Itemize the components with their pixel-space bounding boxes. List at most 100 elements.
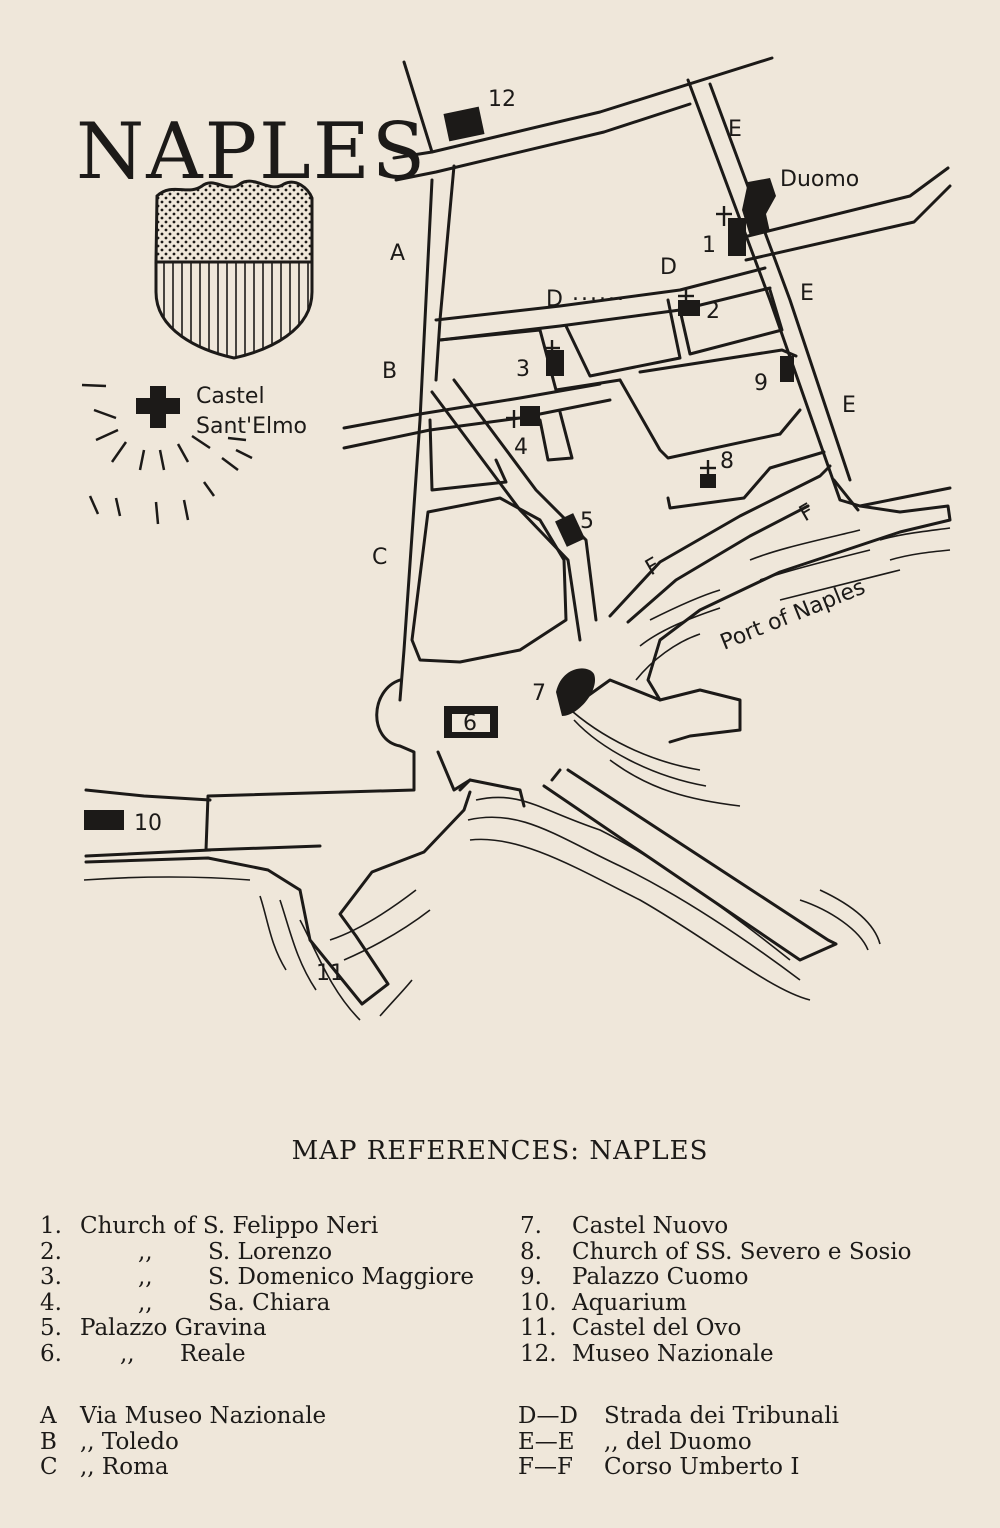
reference-row: 3.,, S. Domenico Maggiore <box>40 1265 474 1291</box>
street-key: E—E <box>518 1428 575 1455</box>
landmark-3-marker <box>546 350 564 376</box>
street-key-row: D—D Strada dei Tribunali <box>518 1403 839 1430</box>
landmark-8-marker <box>700 474 716 488</box>
landmark-9-marker <box>780 356 794 382</box>
reference-row: 4.,,Sa. Chiara <box>40 1289 474 1317</box>
reference-text: S. Lorenzo <box>208 1238 333 1265</box>
landmark-number-8: 8 <box>720 449 734 474</box>
ditto-mark: ,, <box>138 1289 153 1316</box>
ditto-mark: ,, <box>138 1264 153 1291</box>
street-letter-d-west: D <box>546 287 563 312</box>
reference-text: Castel del Ovo <box>572 1315 742 1342</box>
reference-row: 8. Church of SS. Severo e Sosio <box>520 1238 912 1266</box>
landmark-number-5: 5 <box>580 509 594 534</box>
church-cross-icons <box>506 206 732 478</box>
reference-text: Palazzo Cuomo <box>572 1264 749 1291</box>
landmark-number-3: 3 <box>516 357 530 382</box>
street-key-row: A Via Museo Nazionale <box>40 1403 327 1430</box>
street-name: ,, del Duomo <box>604 1428 752 1455</box>
street-key-row: C ,, Roma <box>40 1454 326 1481</box>
street-letter-a: A <box>390 241 405 266</box>
reference-text: Palazzo Gravina <box>80 1315 267 1342</box>
castle-label-sant-elmo: Sant'Elmo <box>196 414 307 439</box>
street-name: Strada dei Tribunali <box>604 1403 839 1429</box>
landmark-1-marker <box>728 218 746 256</box>
street-key: C <box>40 1454 58 1481</box>
castle-label-castel: Castel <box>196 384 265 409</box>
reference-row: 10. Aquarium <box>520 1289 911 1317</box>
street-key-row: F—F Corso Umberto I <box>518 1454 839 1481</box>
street-letter-e-south: E <box>842 393 856 418</box>
street-letter-b: B <box>382 359 397 384</box>
reference-row: 7. Castel Nuovo <box>520 1213 911 1240</box>
street-key: B <box>40 1428 57 1455</box>
street-name: Corso Umberto I <box>604 1454 800 1481</box>
street-name: ,, Roma <box>80 1454 169 1481</box>
duomo-label: Duomo <box>780 167 859 192</box>
reference-text: Church of S. Felippo Neri <box>80 1213 379 1239</box>
landmark-duomo-marker <box>742 178 776 236</box>
reference-row: 11. Castel del Ovo <box>520 1316 911 1342</box>
reference-text: Museo Nazionale <box>572 1340 774 1367</box>
landmark-12-marker <box>443 106 485 142</box>
reference-number: 6. <box>40 1340 62 1367</box>
reference-text: Castel Nuovo <box>572 1213 729 1239</box>
reference-number: 2. <box>40 1238 62 1265</box>
reference-number: 3. <box>40 1264 62 1291</box>
street-key-row: E—E ,, del Duomo <box>518 1428 839 1456</box>
reference-text: Sa. Chiara <box>208 1289 331 1316</box>
landmark-number-1: 1 <box>702 233 716 258</box>
landmark-7-marker <box>556 668 596 716</box>
reference-number: 1. <box>40 1213 62 1239</box>
references-right-list: 7. Castel Nuovo 8. Church of SS. Severo e S… <box>520 1213 912 1368</box>
reference-number: 11. <box>520 1315 557 1342</box>
references-left-list: 1. Church of S. Felippo Neri 2.,, S. Lorenz… <box>40 1213 474 1368</box>
street-key: D—D <box>518 1403 578 1429</box>
street-letter-e-north: E <box>728 117 742 142</box>
reference-row: 6.,, Reale <box>40 1340 474 1368</box>
reference-number: 5. <box>40 1315 62 1342</box>
reference-text: Church of SS. Severo e Sosio <box>572 1238 912 1265</box>
reference-row: 2.,, S. Lorenzo <box>40 1238 474 1266</box>
reference-number: 8. <box>520 1238 542 1265</box>
reference-text: Reale <box>180 1340 246 1367</box>
reference-number: 7. <box>520 1213 542 1239</box>
ditto-mark: ,, <box>138 1238 153 1265</box>
street-letter-c: C <box>372 545 387 570</box>
reference-row: 9. Palazzo Cuomo <box>520 1265 911 1291</box>
landmark-number-11: 11 <box>316 961 344 986</box>
reference-row: 5. Palazzo Gravina <box>40 1316 474 1342</box>
reference-number: 9. <box>520 1264 542 1291</box>
coastline-waves <box>83 527 951 1021</box>
reference-text: S. Domenico Maggiore <box>208 1264 474 1291</box>
reference-text: Aquarium <box>572 1289 687 1316</box>
reference-row: 12.Museo Nazionale <box>520 1340 911 1368</box>
castel-sant-elmo-icon <box>81 383 253 525</box>
street-key-row: B ,, Toledo <box>40 1428 326 1456</box>
landmark-5-marker <box>555 513 585 547</box>
street-name: Via Museo Nazionale <box>80 1403 327 1429</box>
landmark-number-2: 2 <box>706 299 720 324</box>
references-title: MAP REFERENCES: NAPLES <box>291 1136 709 1166</box>
landmark-number-10: 10 <box>134 811 162 836</box>
street-key: F—F <box>518 1454 573 1481</box>
landmark-number-12: 12 <box>488 87 516 112</box>
ditto-mark: ,, <box>120 1340 135 1367</box>
street-key: A <box>40 1403 57 1429</box>
landmark-4-marker <box>520 406 540 426</box>
landmark-number-7: 7 <box>532 681 546 706</box>
street-letter-f-east: F <box>795 499 818 527</box>
reference-number: 10. <box>520 1289 557 1316</box>
port-label: Port of Naples <box>717 575 869 656</box>
naples-map: NAPLES Castel Sant'Elmo <box>76 56 952 1021</box>
landmark-number-6: 6 <box>463 711 477 736</box>
street-letter-d-east: D <box>660 255 677 280</box>
street-name: ,, Toledo <box>80 1428 179 1455</box>
street-letter-e-middle: E <box>800 281 814 306</box>
landmark-number-4: 4 <box>514 435 528 460</box>
landmark-2-marker <box>678 300 700 316</box>
street-network <box>84 56 952 1006</box>
coat-of-arms-icon <box>154 179 314 360</box>
